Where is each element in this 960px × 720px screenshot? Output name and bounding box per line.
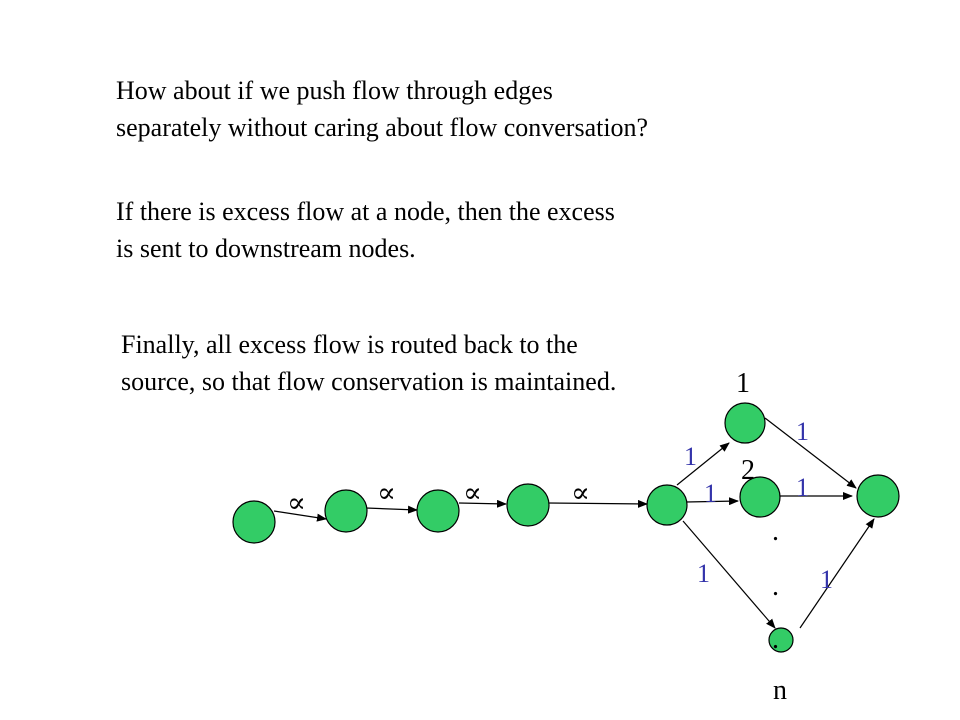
capacity-middle-to-sink: 1: [796, 473, 809, 502]
top-node: [724, 402, 766, 444]
edge-to-middle: [685, 497, 739, 506]
edge-bottom-to-sink: [799, 518, 875, 629]
edge-top-to-sink: [764, 417, 857, 489]
bottom-node: [768, 627, 794, 653]
source-node: [232, 500, 276, 544]
edge-chain-1: [273, 510, 327, 522]
text-line: separately without caring about flow con…: [116, 113, 649, 142]
bottom-node-label: n: [773, 675, 787, 706]
infinity-labels: ∝ ∝ ∝ ∝: [287, 478, 590, 519]
capacity-to-middle: 1: [704, 479, 717, 508]
excess-flow-paragraph: If there is excess flow at a node, then …: [116, 193, 615, 267]
ellipsis-dot: .: [772, 516, 779, 547]
edge-chain-3: [458, 499, 507, 508]
edge-to-top: [676, 442, 730, 486]
top-node-label: 1: [736, 368, 750, 399]
capacity-top-to-sink: 1: [796, 417, 809, 446]
capacity-bottom-to-sink: 1: [820, 565, 833, 594]
edge-to-bottom: [682, 520, 776, 629]
ellipsis-dots: . . .: [772, 516, 779, 655]
question-paragraph: How about if we push flow through edges …: [116, 72, 648, 146]
chain-node-4: [506, 483, 550, 527]
infinity-capacity-label: ∝: [463, 478, 482, 509]
infinity-capacity-label: ∝: [377, 478, 396, 509]
ellipsis-dot: .: [772, 571, 779, 602]
infinity-capacity-label: ∝: [571, 478, 590, 509]
middle-node: [739, 476, 781, 518]
infinity-capacity-label: ∝: [287, 488, 306, 519]
node-labels: 1 2 n: [736, 368, 787, 706]
capacity-labels: 1 1 1 1 1 1: [684, 417, 833, 594]
edges: [273, 417, 875, 629]
conclusion-paragraph: Finally, all excess flow is routed back …: [121, 326, 616, 400]
edge-chain-4: [547, 499, 648, 508]
ellipsis-dot: .: [772, 624, 779, 655]
text-line: If there is excess flow at a node, then …: [116, 197, 615, 226]
text-line: Finally, all excess flow is routed back …: [121, 330, 578, 359]
middle-node-label: 2: [741, 455, 755, 486]
text-line: How about if we push flow through edges: [116, 76, 553, 105]
chain-node-3: [416, 489, 460, 533]
text-line: source, so that flow conservation is mai…: [121, 367, 617, 396]
branch-node: [646, 484, 688, 526]
capacity-to-top: 1: [684, 442, 697, 471]
capacity-to-bottom: 1: [697, 559, 710, 588]
sink-node: [856, 474, 900, 518]
edge-chain-2: [365, 505, 418, 514]
text-line: is sent to downstream nodes.: [116, 234, 416, 263]
chain-node-2: [324, 489, 368, 533]
nodes: [232, 402, 900, 653]
